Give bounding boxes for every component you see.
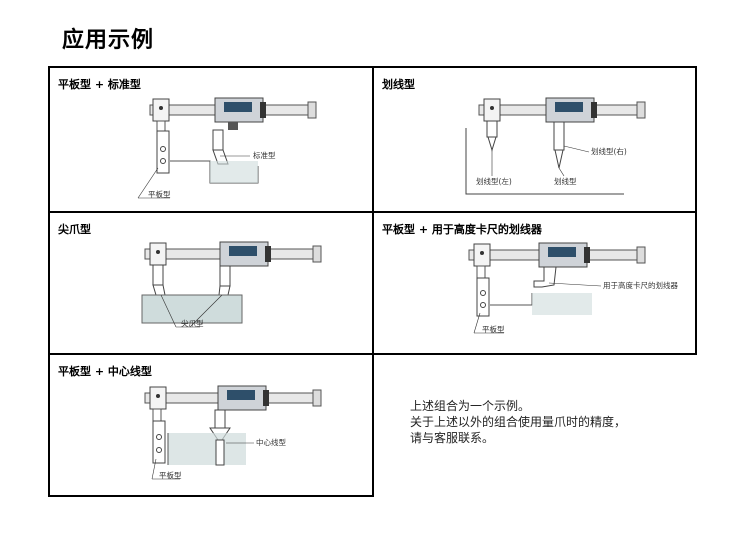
part-label-scriber: 划线型 (554, 176, 577, 186)
page-title: 应用示例 (62, 28, 155, 53)
example-flat-plus-standard: 标准型 平板型 平板型 + 标准型 (48, 66, 374, 211)
flat-plus-standard-diagram: 标准型 平板型 (137, 97, 317, 199)
part-label-flat: 平板型 (482, 324, 505, 334)
example-label: 尖爪型 (58, 223, 91, 236)
part-label-flat: 平板型 (159, 470, 182, 480)
part-label-scriber-right: 划线型(右) (591, 146, 627, 156)
note-line: 请与客服联系。 (410, 431, 495, 445)
flat-plus-centerline-diagram: 中心线型 平板型 (144, 385, 322, 480)
example-scriber: 划线型(右) 划线型(左) 划线型 划线型 (374, 66, 697, 211)
usage-note: 上述组合为一个示例。 关于上述以外的组合使用量爪时的精度， 请与客服联系。 (410, 398, 626, 446)
example-label: 划线型 (382, 78, 415, 91)
scriber-diagram: 划线型(右) 划线型(左) 划线型 (465, 97, 646, 195)
example-label: 平板型 + 标准型 (58, 78, 141, 91)
flat-plus-height-scriber-diagram: 用于高度卡尺的划线器 平板型 (468, 242, 678, 334)
example-flat-plus-centerline: 中心线型 平板型 平板型 + 中心线型 (48, 353, 374, 497)
note-line: 上述组合为一个示例。 (410, 399, 531, 413)
part-label-standard: 标准型 (253, 150, 276, 160)
note-line: 关于上述以外的组合使用量爪时的精度， (410, 415, 627, 429)
example-label: 平板型 + 用于高度卡尺的划线器 (382, 223, 542, 236)
pointed-jaw-diagram: 尖爪型 (141, 241, 322, 328)
example-label: 平板型 + 中心线型 (58, 365, 152, 378)
example-pointed-jaw: 尖爪型 尖爪型 (48, 211, 374, 353)
application-examples-grid: 标准型 平板型 平板型 + 标准型 划线型(右) 划线型(左) 划 (48, 66, 697, 497)
part-label-scriber-left: 划线型(左) (476, 176, 512, 186)
part-label-height-scriber: 用于高度卡尺的划线器 (603, 280, 678, 290)
example-flat-plus-height-scriber: 用于高度卡尺的划线器 平板型 平板型 + 用于高度卡尺的划线器 (374, 211, 697, 353)
part-label-pointed: 尖爪型 (181, 318, 204, 328)
part-label-centerline: 中心线型 (256, 437, 286, 447)
divider (374, 353, 697, 355)
part-label-flat: 平板型 (148, 189, 171, 199)
